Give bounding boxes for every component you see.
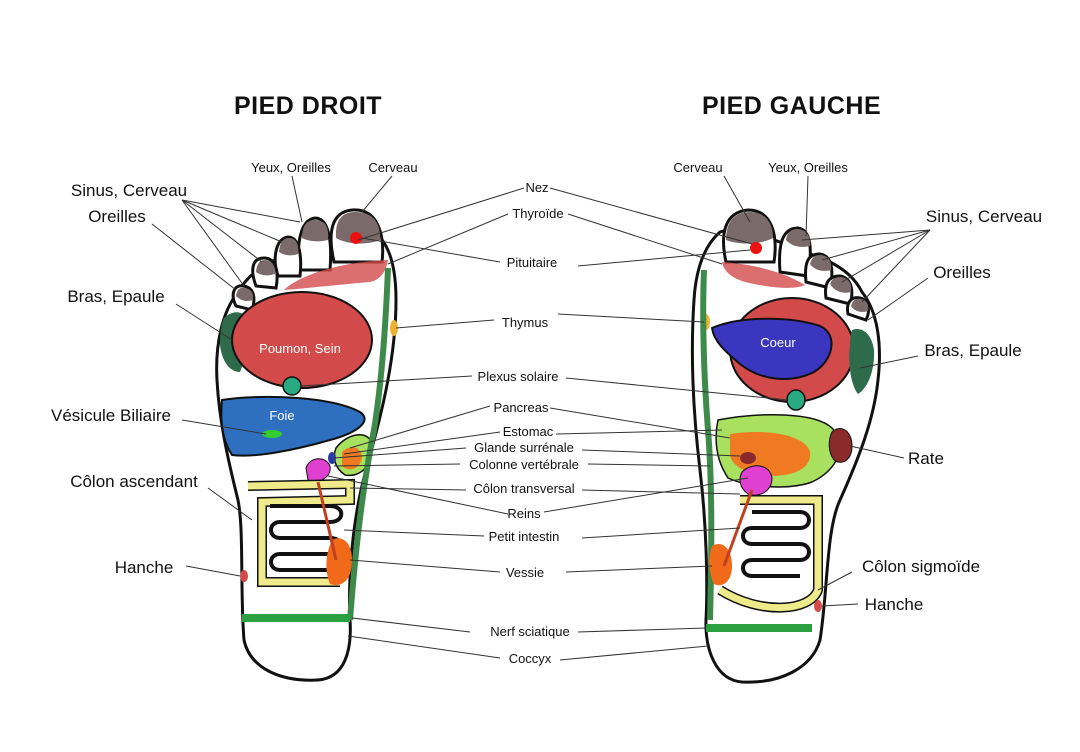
foot-droit: Poumon, Sein Foie — [215, 208, 398, 682]
label-colon-ascendant: Côlon ascendant — [70, 472, 198, 491]
label-glande: Glande surrénale — [474, 440, 574, 455]
label-nez: Nez — [525, 180, 548, 195]
ureter-droit — [316, 481, 338, 561]
label-petit-intestin: Petit intestin — [489, 529, 560, 544]
label-reins: Reins — [507, 506, 541, 521]
label-hanche-gauche: Hanche — [865, 595, 924, 614]
title-right-foot: PIED DROIT — [234, 92, 383, 120]
label-cerveau-gauche: Cerveau — [673, 160, 722, 175]
toe2-tip-droit — [302, 220, 329, 242]
label-coccyx: Coccyx — [509, 651, 552, 666]
gallbladder-droit — [262, 430, 282, 438]
label-yeux-gauche: Yeux, Oreilles — [768, 160, 848, 175]
liver-zone-droit — [220, 395, 366, 457]
leader-lines — [151, 175, 931, 661]
center-labels: Nez Thyroïde Pituitaire Thymus Plexus so… — [469, 180, 579, 666]
toe4-tip-droit — [256, 260, 275, 276]
colon-yellow-gauche — [718, 496, 822, 612]
toe5-tip-droit — [236, 287, 254, 301]
solar-plexus-gauche — [786, 389, 806, 411]
label-pancreas: Pancreas — [494, 400, 549, 415]
spine-droit — [347, 267, 391, 621]
foot-gauche: Coeur — [690, 208, 881, 684]
label-colon-sigmoide: Côlon sigmoïde — [862, 557, 980, 576]
label-thyroide: Thyroïde — [512, 206, 563, 221]
lung-zone-droit — [231, 291, 373, 389]
label-vesicule-droit: Vésicule Biliaire — [51, 406, 171, 425]
label-cerveau-droit: Cerveau — [368, 160, 417, 175]
big-toe-tip-droit — [335, 212, 381, 244]
adrenal-droit — [328, 452, 336, 464]
label-oreilles-gauche: Oreilles — [933, 263, 991, 282]
liver-label-droit: Foie — [269, 408, 294, 423]
big-toe-tip-gauche — [726, 212, 773, 244]
pancreas-zone-droit — [342, 447, 362, 470]
toe3-tip-droit — [279, 238, 299, 256]
title-left-foot: PIED GAUCHE — [702, 92, 882, 120]
label-thymus: Thymus — [502, 315, 549, 330]
right-foot-labels: Cerveau Yeux, Oreilles Sinus, Cerveau Or… — [673, 160, 1042, 614]
toe4-tip-gauche — [830, 277, 852, 293]
label-sinus-gauche: Sinus, Cerveau — [926, 207, 1042, 226]
small-intestine-gauche — [741, 510, 811, 578]
lung-label-droit: Poumon, Sein — [259, 341, 341, 356]
spleen-gauche — [828, 428, 853, 463]
kidney-gauche — [739, 465, 773, 496]
arm-zone-gauche — [849, 328, 875, 394]
colon-yellow-droit — [247, 480, 354, 586]
label-vessie: Vessie — [506, 565, 544, 580]
label-rate-gauche: Rate — [908, 449, 944, 468]
sinus-band-gauche — [722, 262, 805, 288]
left-foot-labels: Yeux, Oreilles Cerveau Sinus, Cerveau Or… — [51, 160, 418, 577]
label-pituitaire: Pituitaire — [507, 255, 558, 270]
adrenal-gauche — [740, 452, 756, 464]
label-oreilles-droit: Oreilles — [88, 207, 146, 226]
heart-zone-gauche — [710, 317, 833, 380]
label-hanche-droit: Hanche — [115, 558, 174, 577]
label-plexus: Plexus solaire — [478, 369, 559, 384]
brain-point-gauche — [750, 242, 762, 254]
label-nerf: Nerf sciatique — [490, 624, 569, 639]
heart-label-gauche: Coeur — [760, 335, 796, 350]
hip-gauche — [814, 600, 822, 612]
label-colonne: Colonne vertébrale — [469, 457, 579, 472]
solar-plexus-droit — [282, 376, 302, 396]
label-yeux-droit: Yeux, Oreilles — [251, 160, 331, 175]
hip-droit — [240, 570, 248, 582]
label-bras-droit: Bras, Epaule — [67, 287, 164, 306]
label-bras-gauche: Bras, Epaule — [924, 341, 1021, 360]
sinus-band-droit — [284, 260, 388, 290]
bladder-gauche — [709, 544, 732, 586]
label-estomac: Estomac — [503, 424, 554, 439]
toe2-tip-gauche — [786, 229, 811, 247]
label-sinus-droit: Sinus, Cerveau — [71, 181, 187, 200]
small-intestine-droit — [269, 504, 344, 572]
brain-point-droit — [350, 232, 362, 244]
label-colon-transversal: Côlon transversal — [473, 481, 574, 496]
thymus-droit — [390, 320, 398, 336]
pancreas-zone-gauche — [730, 432, 811, 476]
toe5-tip-gauche — [851, 298, 869, 312]
